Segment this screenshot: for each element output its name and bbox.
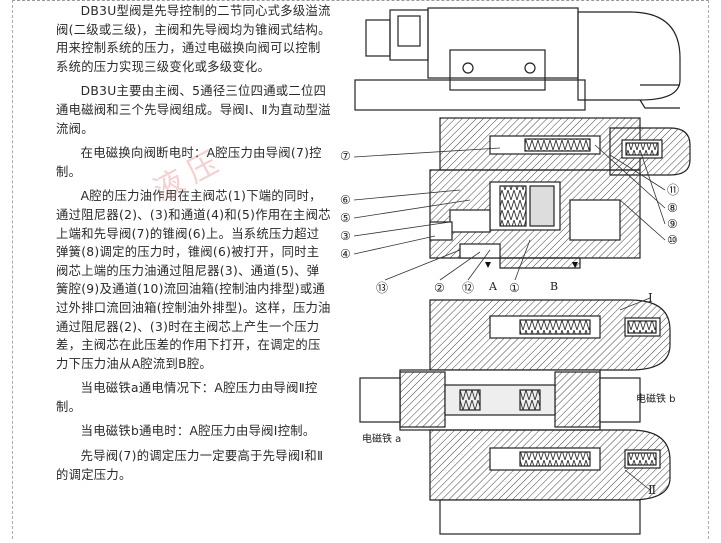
paragraph-intro: DB3U型阀是先导控制的二节同心式多级溢流阀(二级或三级)，主阀和先导阀均为锥阀… [56, 4, 331, 74]
valve-diagram: A B ⑦ ⑥ ⑤ ③ ④ ⑪ ⑧ ⑨ ⑩ [340, 0, 710, 539]
pilot-2-label: Ⅱ [648, 483, 656, 497]
callout-11: ⑪ [667, 183, 679, 197]
callout-12: ⑫ [462, 281, 474, 295]
main-valve-body [429, 117, 691, 269]
paragraph-deenergized: 在电磁换向阀断电时：A腔压力由导阀(7)控制。 [56, 146, 322, 179]
callout-5: ⑤ [340, 211, 351, 225]
paragraph-solenoid-b: 当电磁铁b通电时：A腔压力由导阀Ⅰ控制。 [80, 424, 316, 439]
pilot-leaders [619, 297, 651, 491]
paragraph-note: 先导阀(7)的调定压力一定要高于先导阀Ⅰ和Ⅱ的调定压力。 [56, 449, 324, 482]
callout-8: ⑧ [667, 201, 678, 215]
page-border-right [708, 0, 709, 539]
callout-13: ⑬ [376, 281, 388, 295]
solenoid-b-label: 电磁铁 b [636, 392, 676, 405]
callout-1: ① [509, 281, 520, 295]
callout-3: ③ [340, 229, 351, 243]
paragraph-solenoid-a: 当电磁铁a通电情况下：A腔压力由导阀Ⅱ控制。 [56, 381, 318, 414]
paragraph-composition: DB3U主要由主阀、5通径三位四通或二位四通电磁阀和三个先导阀组成。导阀Ⅰ、Ⅱ为… [56, 84, 331, 136]
port-b-label: B [550, 280, 558, 293]
callout-leaders [353, 144, 666, 281]
port-a-label: A [488, 280, 498, 293]
callout-10: ⑩ [667, 233, 678, 247]
valve-drawing: A B ⑦ ⑥ ⑤ ③ ④ ⑪ ⑧ ⑨ ⑩ [340, 7, 691, 535]
top-solenoid-valve [354, 7, 681, 111]
callout-7: ⑦ [340, 149, 351, 163]
paragraph-operation: A腔的压力油作用在主阀芯(1)下端的同时，通过阻尼器(2)、(3)和通道(4)和… [56, 189, 331, 371]
pilot-valve-assembly [359, 299, 671, 535]
callout-4: ④ [340, 247, 351, 261]
callout-9: ⑨ [667, 217, 678, 231]
callout-6: ⑥ [340, 193, 351, 207]
description-text: DB3U型阀是先导控制的二节同心式多级溢流阀(二级或三级)，主阀和先导阀均为锥阀… [56, 2, 331, 490]
solenoid-a-label: 电磁铁 a [362, 432, 401, 445]
port-arrows [485, 262, 578, 268]
page-border-top [12, 0, 709, 5]
pilot-1-label: Ⅰ [648, 291, 653, 305]
callout-2: ② [434, 281, 445, 295]
page-border-left [12, 0, 13, 539]
